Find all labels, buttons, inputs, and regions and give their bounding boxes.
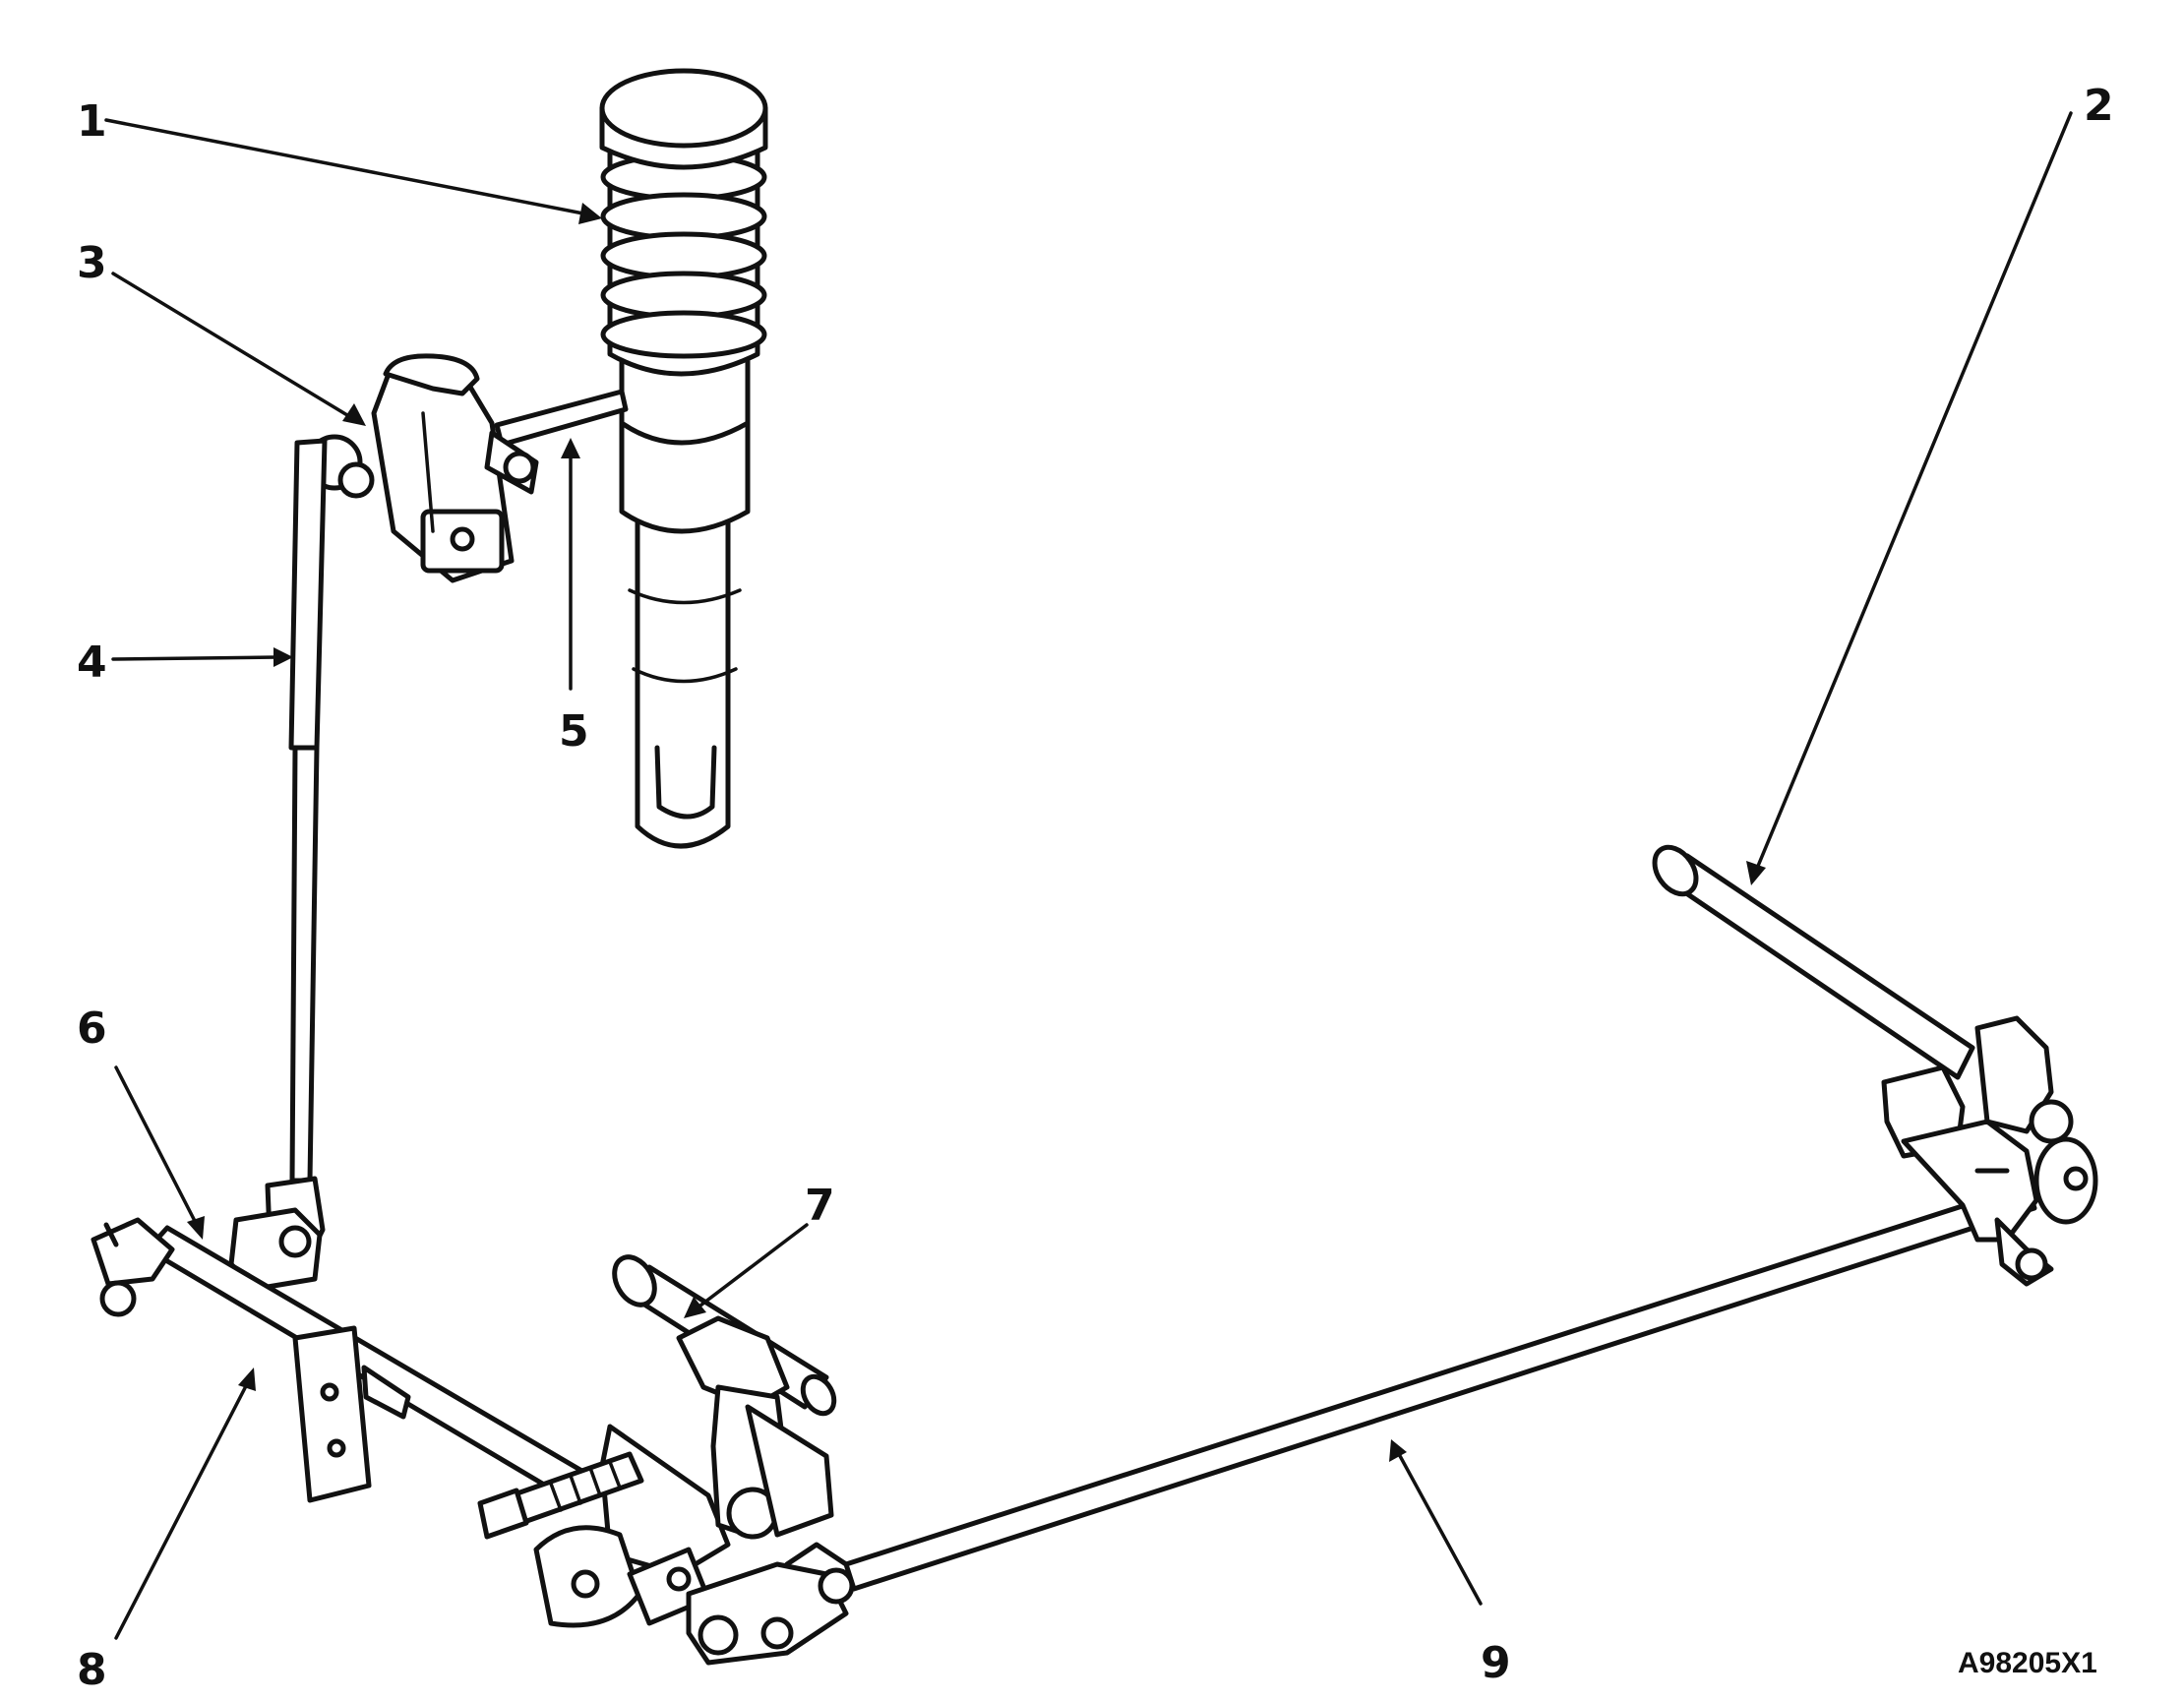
left-cross-shaft bbox=[91, 1217, 593, 1503]
callout-1: 1 bbox=[77, 96, 107, 147]
callout-7: 7 bbox=[805, 1181, 835, 1231]
callout-2: 2 bbox=[2084, 81, 2114, 131]
throttle-lever bbox=[612, 1254, 837, 1540]
injector-link-rod bbox=[494, 389, 629, 448]
leader-lines bbox=[104, 111, 2073, 1640]
leader-line-2 bbox=[1754, 111, 2073, 873]
center-lever-assembly bbox=[477, 1424, 731, 1628]
leader-line-4 bbox=[111, 655, 279, 661]
injector-spring-assembly bbox=[599, 68, 768, 849]
callout-6: 6 bbox=[77, 1003, 107, 1054]
leader-line-6 bbox=[114, 1065, 199, 1227]
push-rod bbox=[265, 438, 328, 1272]
leader-line-1 bbox=[104, 118, 590, 216]
leader-line-7 bbox=[695, 1223, 809, 1310]
left-lever bbox=[228, 1207, 323, 1292]
callout-4: 4 bbox=[77, 638, 107, 688]
callout-5: 5 bbox=[559, 706, 589, 757]
long-cross-shaft bbox=[686, 1183, 2037, 1666]
callouts: 1 2 3 4 5 6 7 8 9 A98205X1 bbox=[77, 81, 2114, 1695]
callout-8: 8 bbox=[77, 1645, 107, 1695]
leader-line-8 bbox=[114, 1380, 250, 1640]
callout-9: 9 bbox=[1481, 1638, 1511, 1688]
figure-id: A98205X1 bbox=[1958, 1647, 2097, 1679]
leader-line-9 bbox=[1397, 1452, 1483, 1606]
rocker-bracket bbox=[306, 353, 539, 583]
right-shaft bbox=[1652, 844, 2098, 1287]
leader-line-3 bbox=[111, 272, 354, 420]
callout-3: 3 bbox=[77, 238, 107, 288]
